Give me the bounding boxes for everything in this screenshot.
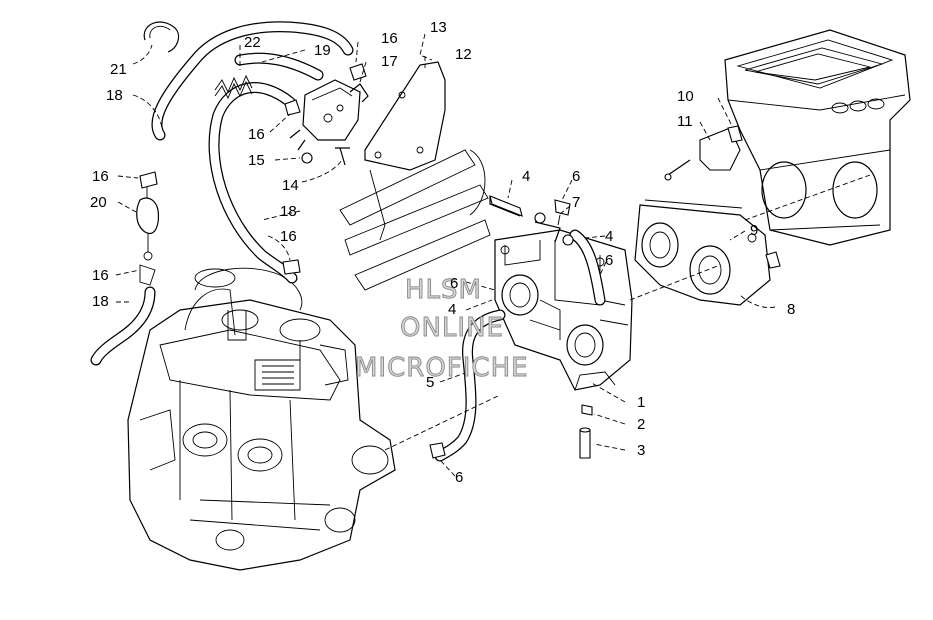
callout-16-filter-top: 16 (92, 168, 109, 185)
frame-rails (339, 149, 491, 291)
callout-3: 3 (637, 442, 645, 459)
callout-10: 10 (677, 88, 694, 105)
fuel-hoses (90, 21, 606, 462)
carburetor-assembly (494, 229, 633, 391)
callout-11: 11 (677, 113, 693, 130)
engine-block (127, 267, 396, 571)
callout-7: 7 (572, 194, 580, 211)
callout-22: 22 (244, 34, 261, 51)
leader-lines (115, 33, 871, 477)
callout-9: 9 (750, 222, 758, 239)
fuel-filter (136, 175, 160, 286)
watermark: HLSM ONLINE MICROFICHE (355, 275, 529, 384)
watermark-line-2: ONLINE (400, 313, 504, 343)
intake-adapter (634, 199, 771, 306)
callout-labels: 21 18 22 19 16 17 13 12 16 15 14 16 20 1… (90, 19, 795, 486)
callout-13: 13 (430, 19, 447, 36)
callout-14: 14 (282, 177, 299, 194)
fuel-pump (289, 79, 369, 151)
callout-6-bottom: 6 (455, 469, 463, 486)
callout-6-right: 6 (605, 252, 613, 269)
callout-17: 17 (381, 53, 398, 70)
callout-20: 20 (90, 194, 107, 211)
spring (214, 74, 253, 100)
callout-16-pump: 16 (248, 126, 265, 143)
callout-4-right: 4 (605, 228, 613, 245)
airbox (724, 29, 911, 246)
callout-21: 21 (110, 61, 127, 78)
callout-16-filter-bottom: 16 (92, 267, 109, 284)
callout-18-top: 18 (106, 87, 123, 104)
callout-8: 8 (787, 301, 795, 318)
callout-19: 19 (314, 42, 331, 59)
callout-6-top: 6 (572, 168, 580, 185)
watermark-line-1: HLSM (405, 275, 482, 305)
callout-4-left: 4 (448, 301, 456, 318)
callout-18-bottom: 18 (92, 293, 109, 310)
callout-5: 5 (426, 374, 434, 391)
callout-16-top: 16 (381, 30, 398, 47)
callout-12: 12 (455, 46, 472, 63)
callout-6-left: 6 (450, 275, 458, 292)
watermark-line-3: MICROFICHE (355, 353, 529, 383)
callout-1: 1 (637, 394, 645, 411)
callout-2: 2 (637, 416, 645, 433)
mounting-bracket (364, 61, 446, 171)
callout-4-top: 4 (522, 168, 530, 185)
callout-15: 15 (248, 152, 265, 169)
hose-clamp (143, 21, 180, 53)
callout-16-mid: 16 (280, 228, 297, 245)
small-parts (139, 63, 781, 459)
callout-18-mid: 18 (280, 203, 297, 220)
